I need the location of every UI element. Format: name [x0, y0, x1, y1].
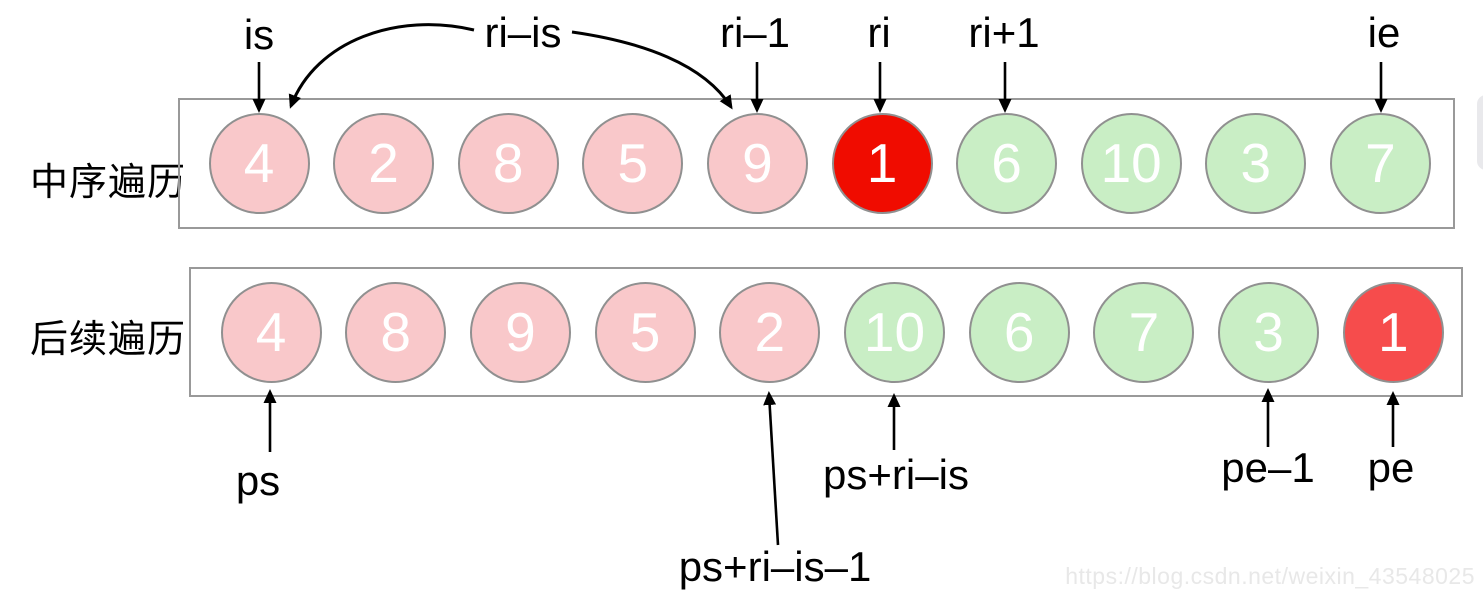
- array-cell: 6: [956, 113, 1058, 214]
- pointer-label-ri-1: ri–1: [719, 9, 791, 56]
- inorder-array-box: [178, 98, 1455, 229]
- pointer-label-ps: ps: [235, 457, 281, 504]
- array-cell: 3: [1205, 113, 1307, 214]
- pointer-label-ie: ie: [1367, 9, 1401, 56]
- array-cell: 3: [1218, 281, 1320, 383]
- array-cell: 9: [706, 113, 808, 214]
- pointer-label-ri+1: ri+1: [968, 9, 1040, 56]
- array-cell: 8: [345, 281, 447, 383]
- array-cell: 5: [582, 113, 684, 214]
- array-cell: 1: [831, 113, 933, 214]
- array-cell: 10: [1080, 113, 1182, 214]
- array-cell: 2: [719, 281, 821, 383]
- pointer-label-ri: ri: [867, 9, 891, 56]
- array-cell: 6: [968, 281, 1070, 383]
- arrow-ps+ri-is-1: [763, 391, 780, 546]
- pointer-label-pe: pe: [1367, 444, 1415, 491]
- arrow-ri-is-left: [288, 23, 475, 109]
- array-cell: 7: [1093, 281, 1195, 383]
- pointer-label-is: is: [243, 11, 275, 58]
- pointer-label-ps+ri-is: ps+ri–is: [823, 451, 969, 498]
- array-cell: 9: [469, 281, 571, 383]
- array-cell: 5: [594, 281, 696, 383]
- array-cell: 8: [457, 113, 559, 214]
- array-cell: 1: [1342, 281, 1444, 383]
- inorder-row-label: 中序遍历: [30, 162, 187, 204]
- array-cell: 7: [1329, 113, 1431, 214]
- array-cell: 2: [333, 113, 435, 214]
- watermark-url: https://blog.csdn.net/weixin_43548025: [1065, 563, 1475, 589]
- array-cell: 4: [208, 113, 310, 214]
- array-cell: 10: [844, 281, 945, 383]
- pointer-label-pe-1: pe–1: [1221, 444, 1315, 491]
- postorder-array-box: [189, 267, 1463, 397]
- array-cell: 4: [220, 281, 322, 383]
- pointer-label-ps+ri-is-1: ps+ri–is–1: [678, 543, 872, 590]
- scrollbar-thumb[interactable]: [1477, 95, 1483, 170]
- postorder-row-label: 后续遍历: [30, 319, 187, 361]
- pointer-label-ri-is: ri–is: [484, 9, 562, 56]
- arrow-ri-is-right: [571, 30, 733, 110]
